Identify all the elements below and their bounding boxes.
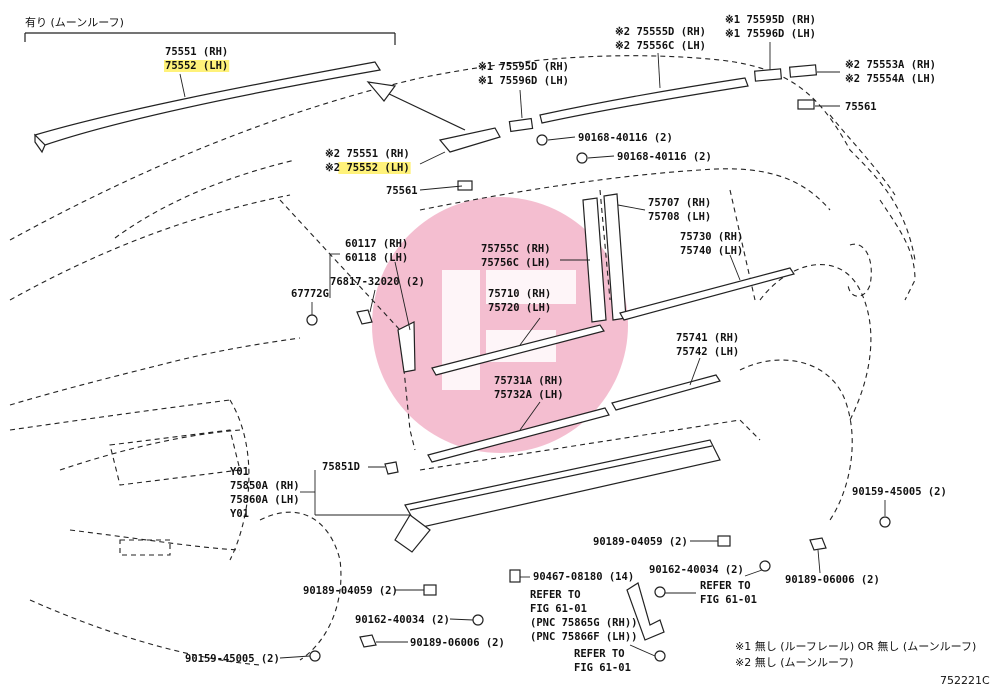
part-label-p-60117: 60117 (RH) — [345, 238, 408, 250]
highlight-layer — [164, 60, 411, 174]
part-label-p-75710: 75710 (RH) — [488, 288, 551, 300]
leader-lines — [179, 42, 886, 659]
part-label-p-75561-a: 75561 — [386, 185, 418, 197]
part-label-p-90189-06006-b: 90189-06006 (2) — [410, 637, 505, 649]
part-label-p-75707: 75707 (RH) — [648, 197, 711, 209]
part-label-p-75553a: ※2 75553A (RH) — [845, 59, 936, 71]
part-label-p-75860a: 75860A (LH) — [230, 494, 300, 506]
part-label-p-refer-c1: REFER TO — [574, 648, 625, 660]
highlight-p-75552-top — [164, 60, 230, 72]
part-label-p-75851d: 75851D — [322, 461, 360, 473]
part-label-p-75555d: ※2 75555D (RH) — [615, 26, 706, 38]
door-mouldings — [427, 267, 795, 463]
part-label-p-pnc2: (PNC 75866F (LH)) — [530, 631, 637, 643]
roof-note: 有り (ムーンルーフ) — [25, 15, 124, 29]
part-label-p-75561-b: 75561 — [845, 101, 877, 113]
part-label-p-76817: 76817-32020 (2) — [330, 276, 425, 288]
part-label-p-y01-b: Y01 — [230, 508, 249, 520]
roof-bracket — [24, 32, 396, 45]
part-label-p-refer-b1: REFER TO — [530, 589, 581, 601]
part-label-p-75554a: ※2 75554A (LH) — [845, 73, 936, 85]
part-label-p-75596d-a: ※1 75596D (LH) — [478, 75, 569, 87]
roof-rail-right — [457, 64, 818, 191]
part-label-p-75740: 75740 (LH) — [680, 245, 743, 257]
part-label-p-75596d-b: ※1 75596D (LH) — [725, 28, 816, 40]
part-label-p-75732a: 75732A (LH) — [494, 389, 564, 401]
part-label-p-75756c: 75756C (LH) — [481, 257, 551, 269]
part-labels: 75551 (RH) 75552 (LH) ※2 75551 (RH) ※2 7555… — [165, 14, 947, 674]
roof-rail-front-piece — [438, 127, 501, 153]
part-label-p-75708: 75708 (LH) — [648, 211, 711, 223]
part-label-p-90189-04059-b: 90189-04059 (2) — [303, 585, 398, 597]
part-label-p-75720: 75720 (LH) — [488, 302, 551, 314]
part-label-p-y01-a: Y01 — [230, 466, 249, 478]
figure-id: 752221C — [940, 674, 990, 687]
part-label-p-90189-06006-a: 90189-06006 (2) — [785, 574, 880, 586]
part-label-p-75741: 75741 (RH) — [676, 332, 739, 344]
vehicle-outline — [9, 55, 916, 666]
part-label-p-90162-b: 90162-40034 (2) — [355, 614, 450, 626]
part-label-p-90168-b: 90168-40116 (2) — [617, 151, 712, 163]
part-label-p-75552-mid: ※2 75552 (LH) — [325, 162, 410, 174]
part-label-p-75552-top: 75552 (LH) — [165, 60, 228, 72]
highlight-p-75552-mid — [338, 162, 411, 174]
part-label-p-67772g: 67772G — [291, 288, 329, 300]
legend-line-1: ※1 無し (ルーフレール) OR 無し (ムーンルーフ) — [735, 639, 976, 653]
part-label-p-90189-04059-a: 90189-04059 (2) — [593, 536, 688, 548]
part-label-p-pnc1: (PNC 75865G (RH)) — [530, 617, 637, 629]
bracket — [626, 582, 665, 641]
part-label-p-refer-a1: REFER TO — [700, 580, 751, 592]
rocker-panel — [394, 439, 721, 553]
part-label-p-refer-b2: FIG 61-01 — [530, 603, 587, 615]
part-label-p-90162-a: 90162-40034 (2) — [649, 564, 744, 576]
part-label-p-75731a: 75731A (RH) — [494, 375, 564, 387]
part-label-p-90168-a: 90168-40116 (2) — [578, 132, 673, 144]
part-label-p-75730: 75730 (RH) — [680, 231, 743, 243]
part-label-p-75556c: ※2 75556C (LH) — [615, 40, 706, 52]
part-label-p-75850a: 75850A (RH) — [230, 480, 300, 492]
part-label-p-75595d-b: ※1 75595D (RH) — [725, 14, 816, 26]
part-label-p-90467: 90467-08180 (14) — [533, 571, 634, 583]
door-pillars — [397, 193, 627, 373]
part-label-p-75595d-a: ※1 75595D (RH) — [478, 61, 569, 73]
part-label-p-refer-a2: FIG 61-01 — [700, 594, 757, 606]
part-label-p-90159-b: 90159-45005 (2) — [185, 653, 280, 665]
legend-line-2: ※2 無し (ムーンルーフ) — [735, 655, 854, 669]
roof-rail-main — [33, 61, 381, 154]
part-label-p-refer-c2: FIG 61-01 — [574, 662, 631, 674]
part-label-p-90159-a: 90159-45005 (2) — [852, 486, 947, 498]
part-label-p-60118: 60118 (LH) — [345, 252, 408, 264]
part-label-p-75742: 75742 (LH) — [676, 346, 739, 358]
arrow-indicator — [366, 81, 466, 131]
part-label-p-75551-top: 75551 (RH) — [165, 46, 228, 58]
part-label-p-75551-mid: ※2 75551 (RH) — [325, 148, 410, 160]
part-label-p-75755c: 75755C (RH) — [481, 243, 551, 255]
